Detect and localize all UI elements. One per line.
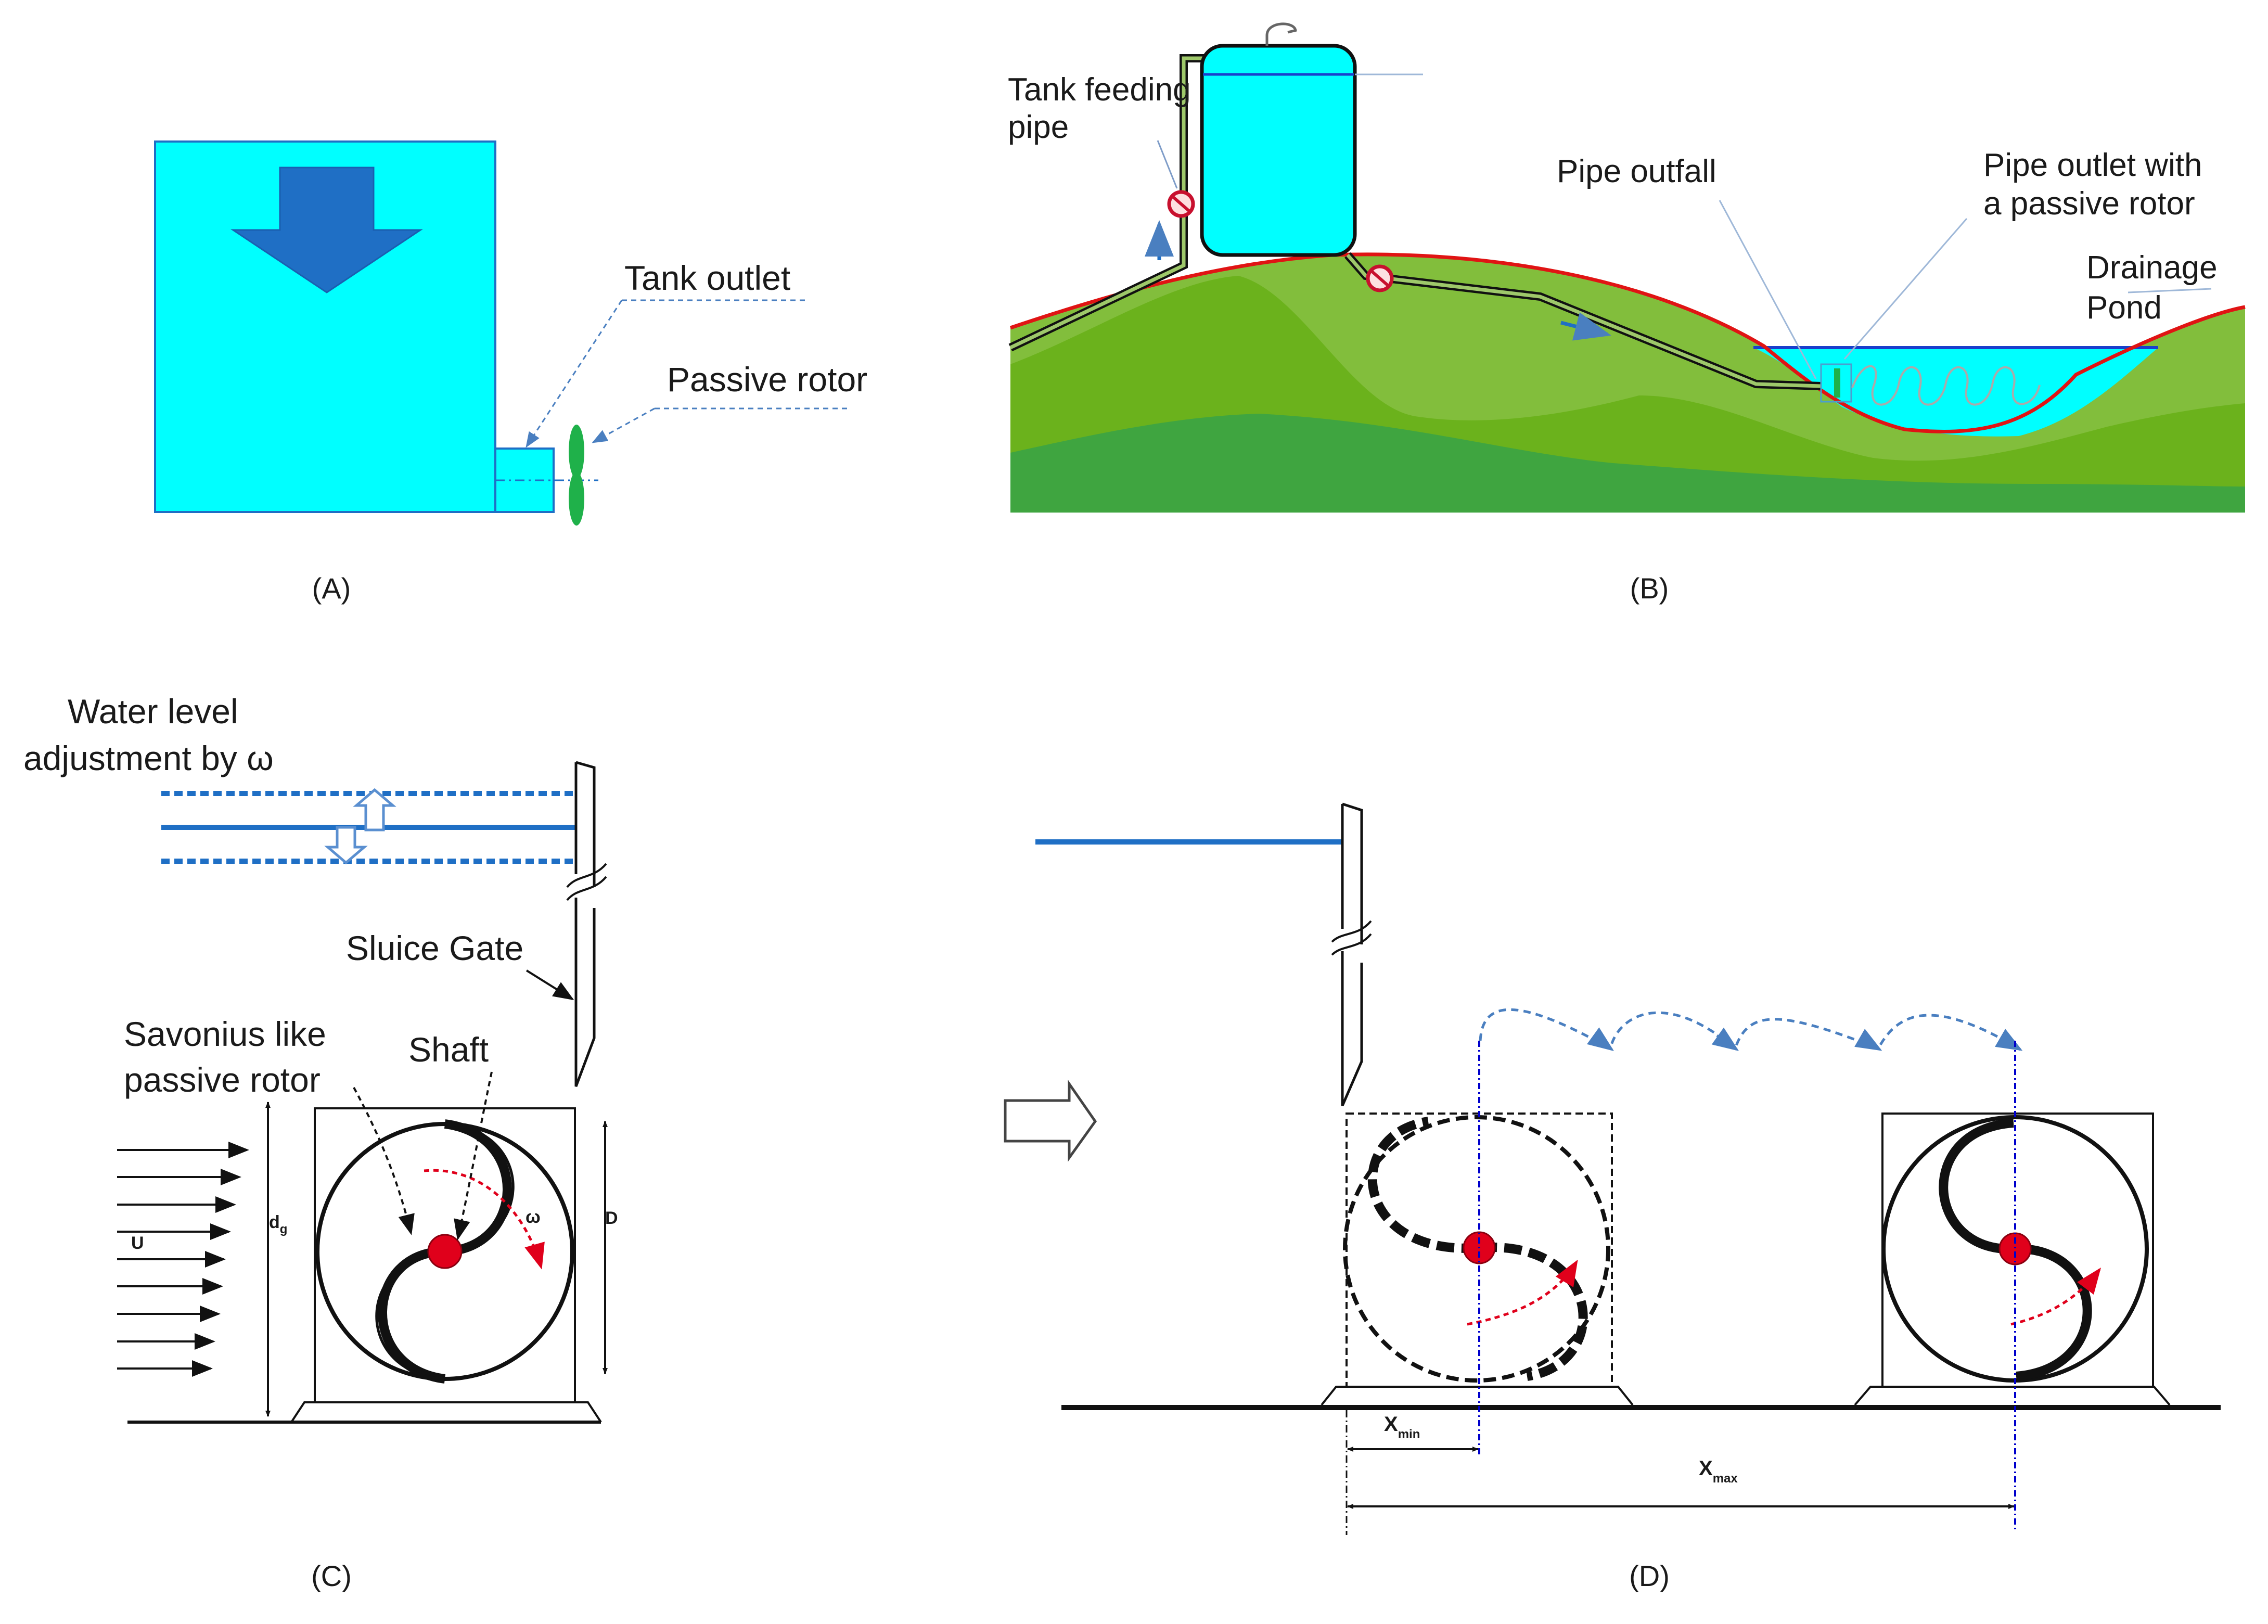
sluice-gate-d-break-icon	[1331, 920, 1372, 956]
outlet-rotor-box	[1820, 363, 1852, 403]
pipe-outlet-leader	[1843, 218, 1968, 360]
rotor-base-final	[1854, 1386, 2171, 1406]
rotation-arrow-final-icon	[2010, 1268, 2102, 1326]
feeding-pipe-leader	[1157, 140, 1178, 189]
tank-feeding-pipe-inner	[1009, 56, 1212, 350]
drainage-pond-label-line1: Drainage	[2086, 250, 2218, 286]
outfall-pipe-inner	[1346, 253, 1822, 388]
xmin-main: X	[1384, 1413, 1398, 1436]
pipe-outlet-label-line1: Pipe outlet with	[1983, 147, 2202, 183]
xmin-sub: min	[1398, 1427, 1420, 1441]
hop-arrow-2	[1711, 1027, 1739, 1051]
drainage-pond-water	[1753, 348, 2158, 437]
drainage-pond-label-line2: Pond	[2086, 290, 2162, 326]
ground-dark-layer	[1010, 414, 2245, 513]
xmin-label: Xmin	[1384, 1413, 1420, 1441]
water-level-label-line1: Water level	[68, 692, 238, 731]
level-up-arrow-icon	[353, 788, 396, 832]
elevated-tank	[1200, 44, 1357, 257]
sluice-gate-break-icon	[566, 863, 607, 901]
panel-d: Xmin Xmax (D)	[1004, 802, 2221, 1592]
rotor-blade-upper-thin	[444, 1122, 515, 1253]
rotor-trajectory-icon	[1479, 1008, 2020, 1051]
velocity-symbol: U	[131, 1233, 144, 1253]
outfall-valve-slash	[1370, 270, 1389, 287]
rotation-arrow-initial-icon	[1467, 1259, 1578, 1326]
passive-rotor-label: Passive rotor	[667, 360, 867, 399]
rotor-blade-final-upper	[1939, 1118, 2016, 1254]
sluice-gate-d	[1341, 802, 1363, 1106]
drainage-pond-leader	[2128, 288, 2212, 293]
outlet-rotor-icon	[1834, 368, 1840, 398]
panel-a: Tank outlet Passive rotor (A)	[154, 140, 867, 605]
hop-arrow-3	[1854, 1029, 1882, 1051]
shaft-label: Shaft	[408, 1030, 489, 1069]
tank-outlet-leader	[526, 300, 623, 448]
flow-down-arrow-icon	[230, 167, 423, 293]
tank-feeding-pipe-label-line2: pipe	[1008, 109, 1069, 145]
sluice-gate-leader	[526, 969, 574, 1001]
rotor-blade-initial-lower	[1479, 1243, 1588, 1381]
rotor-blade-lower-thin	[375, 1250, 445, 1380]
hop-arrow-4	[1995, 1029, 2023, 1051]
tank-outlet-label: Tank outlet	[624, 259, 790, 297]
rotation-arrow-icon	[424, 1169, 545, 1270]
feeding-valve-slash	[1172, 195, 1190, 213]
gap-symbol-sub: g	[280, 1222, 288, 1236]
gap-symbol: dg	[269, 1212, 287, 1236]
caption-a: (A)	[312, 572, 351, 605]
xmax-label: Xmax	[1699, 1457, 1738, 1486]
rotor-base	[290, 1401, 602, 1423]
pipe-outlet-label-line2: a passive rotor	[1983, 186, 2195, 222]
inflow-arrows	[117, 1142, 249, 1377]
passive-rotor-blade-bottom	[569, 471, 584, 526]
pipe-outfall-label: Pipe outfall	[1557, 154, 1716, 189]
pipe-outfall-leader	[1719, 200, 1817, 379]
caption-b: (B)	[1630, 572, 1669, 605]
savonius-leader	[353, 1087, 415, 1235]
tank-vent-icon	[1265, 22, 1297, 46]
hop-arrow-1	[1586, 1027, 1614, 1051]
rotor-base-initial	[1321, 1386, 1634, 1406]
water-level-label-line2: adjustment by ω	[23, 739, 274, 777]
rotor-blade-final-lower	[2015, 1244, 2092, 1381]
ground-surface-line	[1009, 252, 2246, 433]
savonius-label-line1: Savonius like	[124, 1015, 326, 1053]
gap-symbol-main: d	[269, 1212, 280, 1232]
passive-rotor-blade-top	[569, 425, 584, 479]
transition-arrow-icon	[1004, 1080, 1097, 1162]
rotor-circle-initial	[1343, 1115, 1610, 1383]
panel-b: Tank feeding pipe Pipe outfall Pipe outl…	[1008, 22, 2246, 605]
omega-symbol: ω	[526, 1207, 541, 1227]
xmax-main: X	[1699, 1457, 1713, 1480]
shaft-icon	[427, 1234, 463, 1269]
shaft-leader	[454, 1071, 493, 1241]
sluice-gate-label: Sluice Gate	[346, 929, 523, 967]
level-down-arrow-icon	[324, 826, 368, 865]
tank-feeding-pipe-label-line1: Tank feeding	[1008, 72, 1191, 108]
diameter-symbol: D	[605, 1208, 618, 1228]
xmax-sub: max	[1713, 1472, 1738, 1486]
outlet-wake-spiral	[1851, 365, 2041, 406]
savonius-label-line2: passive rotor	[124, 1060, 321, 1099]
sluice-gate	[574, 761, 596, 1087]
panel-c: Water level adjustment by ω Sluice Gate …	[23, 692, 618, 1592]
downflow-arrow-icon	[1560, 312, 1611, 341]
passive-rotor-leader	[592, 407, 655, 443]
rotor-blade-initial-upper	[1367, 1117, 1480, 1253]
caption-d: (D)	[1629, 1559, 1670, 1592]
caption-c: (C)	[311, 1559, 352, 1592]
